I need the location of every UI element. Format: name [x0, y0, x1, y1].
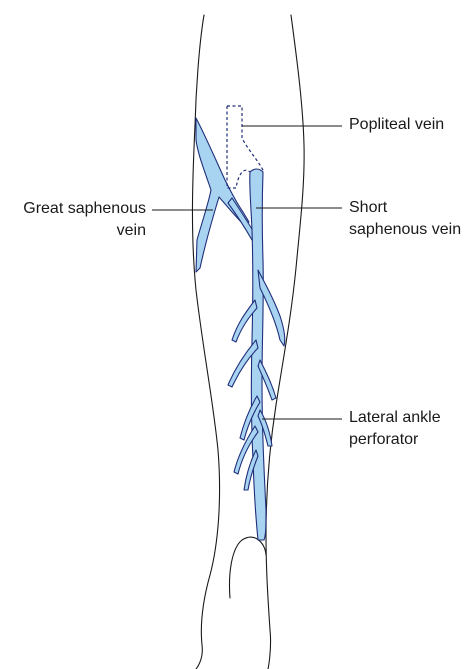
- great-saphenous-vein-label-line-2: vein: [14, 220, 146, 242]
- short-saphenous-vein-label-line-2: saphenous vein: [349, 219, 461, 241]
- great-saphenous-vein: [196, 118, 256, 272]
- lateral-ankle-perforator-label: Lateral ankle perforator: [349, 407, 441, 451]
- popliteal-vein-label-line-1: Popliteal vein: [349, 114, 444, 136]
- leg-left-contour: [192, 15, 219, 669]
- popliteal-vein-label: Popliteal vein: [349, 114, 444, 136]
- short-saphenous-vein-label-line-1: Short: [349, 197, 461, 219]
- great-saphenous-vein-label: Great saphenous vein: [14, 198, 146, 242]
- short-saphenous-vein: [228, 169, 285, 540]
- leg-outline: [192, 15, 304, 669]
- lateral-ankle-perforator-label-line-2: perforator: [349, 429, 441, 451]
- great-saphenous-vein-label-line-1: Great saphenous: [14, 198, 146, 220]
- short-saphenous-vein-label: Short saphenous vein: [349, 197, 461, 241]
- heel-outline: [230, 537, 267, 598]
- lateral-ankle-perforator-label-line-1: Lateral ankle: [349, 407, 441, 429]
